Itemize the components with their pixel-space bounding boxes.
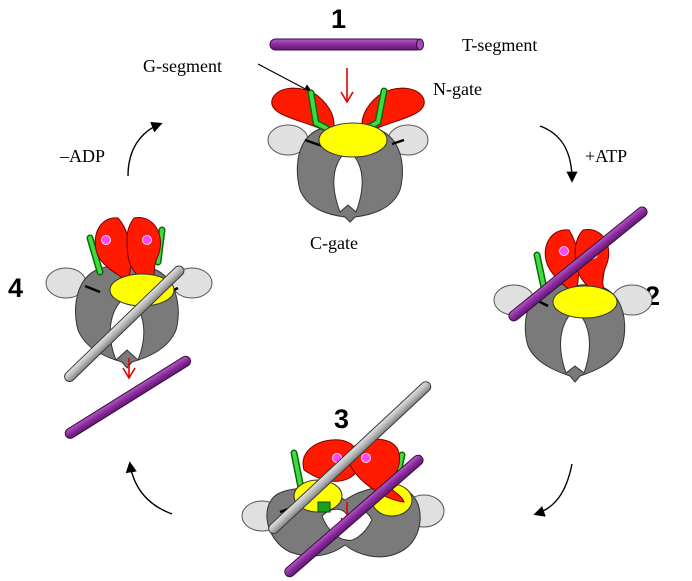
g-segment-pointer	[257, 63, 314, 94]
t-segment-rod-state-2	[508, 206, 648, 322]
label-g-segment: G-segment	[143, 56, 222, 76]
g-segment-rod-state-3	[268, 381, 432, 535]
t-segment-rod-state-4	[64, 355, 192, 439]
step-number-1: 1	[331, 4, 346, 34]
state-4: 4	[8, 217, 213, 439]
atp-site-right-4	[142, 235, 152, 245]
state-1: 1 T-segment G-segment N-gate	[143, 4, 537, 253]
label-minus-adp: –ADP	[59, 146, 105, 166]
label-c-gate: C-gate	[310, 233, 358, 253]
atp-site-right-3	[361, 453, 371, 463]
red-arrow-state-1	[340, 68, 354, 104]
yellow-core-1	[318, 122, 388, 158]
cycle-arrow-1-to-2	[539, 125, 578, 183]
step-number-4: 4	[8, 273, 23, 303]
step-number-3: 3	[334, 404, 349, 434]
t-segment-rod-state-1	[269, 38, 424, 51]
state-3: 3	[241, 381, 445, 578]
cycle-arrow-3-to-4	[125, 461, 173, 515]
atp-site-left-4	[101, 235, 111, 245]
label-t-segment: T-segment	[462, 35, 537, 55]
cycle-arrow-4-to-1	[127, 121, 163, 177]
label-plus-atp: +ATP	[585, 146, 627, 166]
state-2: 2	[493, 206, 660, 383]
label-n-gate: N-gate	[433, 79, 482, 99]
t-segment-rod-state-3	[284, 454, 424, 578]
red-arrow-state-4	[122, 358, 136, 380]
cycle-arrow-2-to-3	[533, 463, 573, 517]
yellow-core-2	[552, 285, 618, 319]
g-segment-rod-state-4	[64, 265, 185, 383]
atp-site-left-2	[559, 246, 569, 256]
